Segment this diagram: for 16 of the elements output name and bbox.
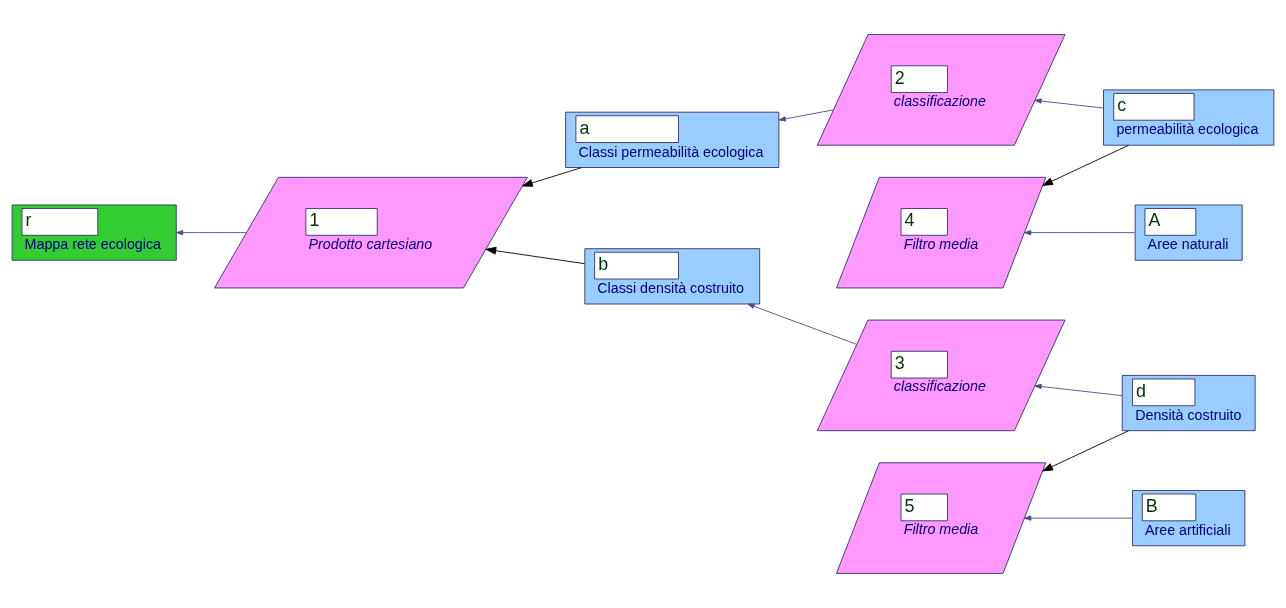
arrow [1024, 515, 1133, 521]
node-box: A Aree naturali [1134, 204, 1243, 261]
arrow [747, 303, 858, 345]
arrow [1034, 98, 1104, 109]
node-box: d Densità costruito [1121, 374, 1256, 432]
arrow [1024, 230, 1136, 236]
arrow [1034, 383, 1123, 397]
node-box: r Mappa rete ecologica [11, 204, 177, 261]
arrow [176, 230, 247, 236]
node-box: a Classi permeabilità ecologica [565, 111, 780, 168]
arrow [485, 246, 586, 265]
arrow [1042, 430, 1129, 472]
node-box: c permeabilità ecologica [1103, 89, 1275, 146]
arrow [778, 109, 834, 122]
arrow [522, 167, 583, 187]
arrow [1042, 144, 1129, 186]
